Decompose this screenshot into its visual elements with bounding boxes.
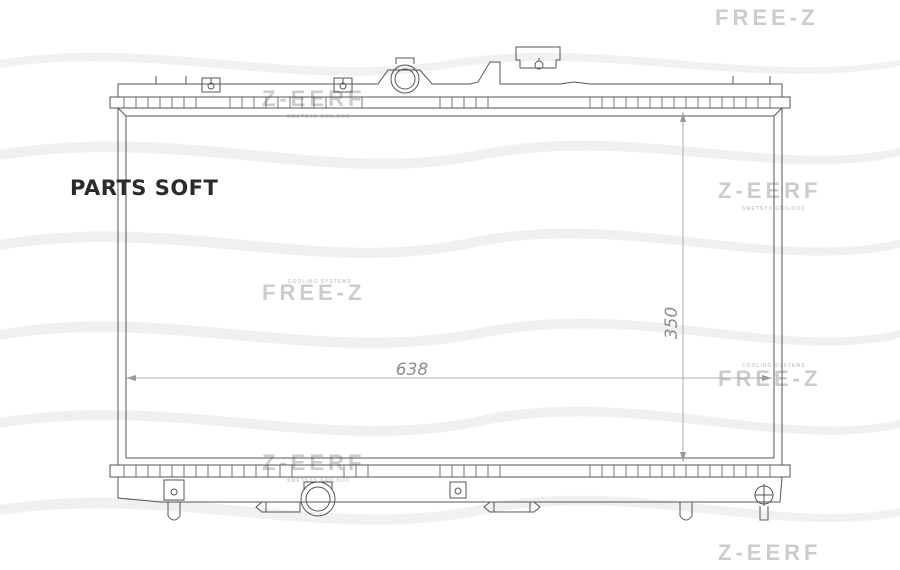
width-dimension-line [126,375,772,381]
lower-peg-right [679,502,693,521]
filler-neck [515,46,561,70]
radiator [109,46,791,521]
radiator-core [117,107,783,465]
lower-outlet-pipe [300,481,336,517]
watermark-tagline: COOLING SYSTEMS [742,363,806,369]
upper-bracket-center [333,77,353,93]
transmission-fitting-right [483,501,541,513]
upper-inlet-pipe [390,57,420,94]
watermark-waves [0,52,900,525]
upper-bracket-left [201,77,221,93]
upper-tank [109,61,791,109]
lower-tank [109,464,791,503]
watermark-tagline-mirrored: SMETSYS GNILOOC [287,478,351,484]
watermark-brand-mirrored: Z-EERF [718,540,821,565]
height-dimension-line [680,112,686,462]
lower-bracket-left [163,479,185,521]
watermark-brand-mirrored: Z-EERF [262,450,365,475]
upper-tank-ribs [123,97,771,108]
lower-bracket-center [449,481,467,499]
transmission-fitting-left [255,501,301,513]
watermark-tagline-mirrored: SMETSYS GNILOOC [287,114,351,120]
lower-tank-ribs [123,465,771,477]
watermark-tagline-mirrored: SMETSYS GNILOOC [742,206,806,212]
watermark-logos: FREE-Z Z-EERF SMETSYS GNILOOC Z-EERF SME… [262,5,821,565]
watermark-tagline: COOLING SYSTEMS [288,279,352,285]
width-dimension-label: 638 [396,360,429,380]
dimensions [126,112,772,462]
height-dimension-label: 350 [662,307,682,339]
drain-plug [754,484,774,521]
watermark-brand: FREE-Z [262,280,365,305]
watermark-brand-mirrored: Z-EERF [262,86,365,111]
watermark-brand-mirrored: Z-EERF [718,178,821,203]
parts-soft-watermark: PARTS SOFT [70,176,219,200]
watermark-brand: FREE-Z [715,5,818,30]
